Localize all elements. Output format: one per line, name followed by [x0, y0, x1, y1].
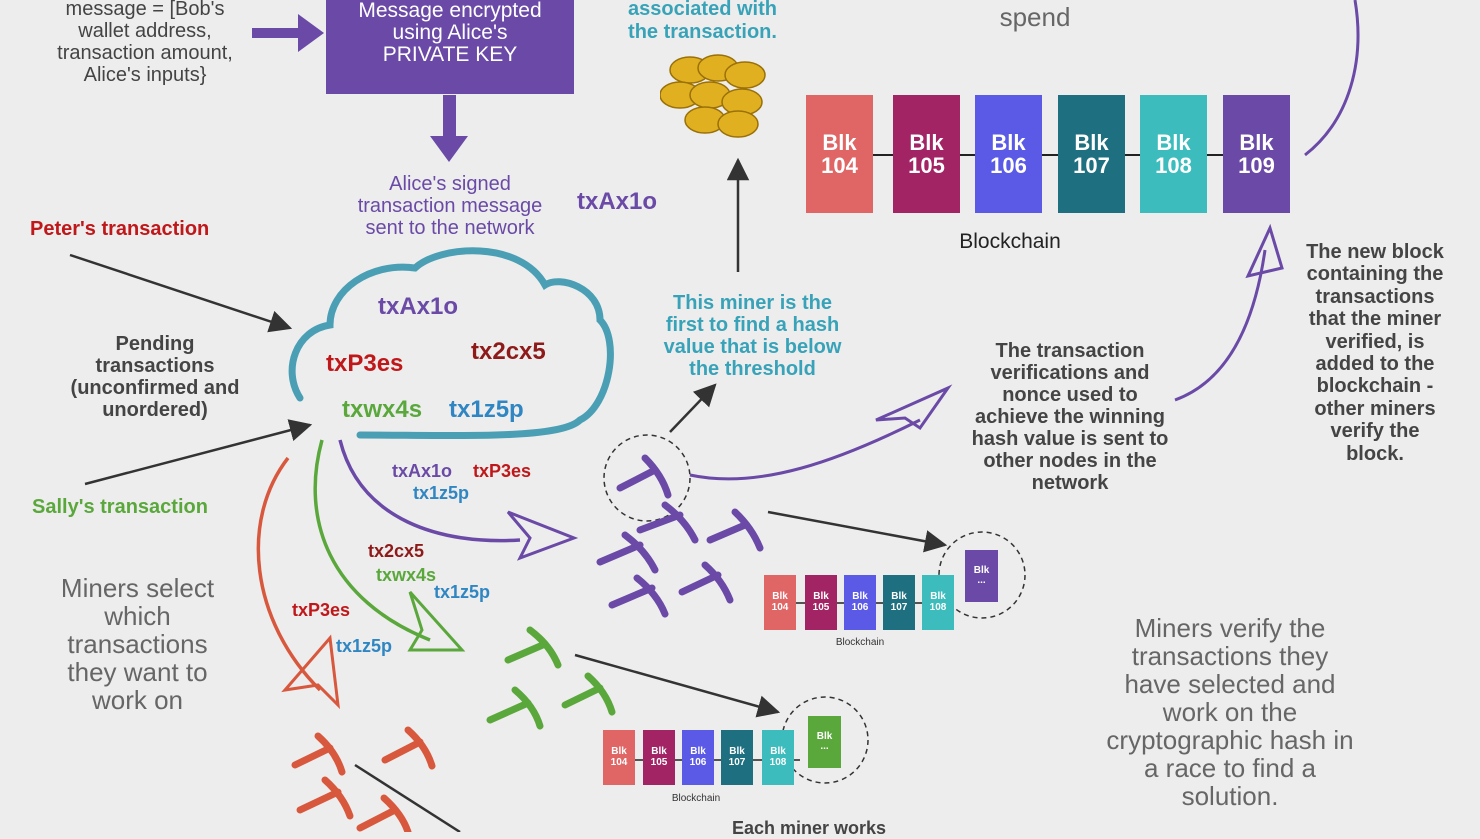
main-blockchain-label: Blockchain	[959, 230, 1061, 253]
coins-caption: associated with the transaction.	[628, 0, 777, 43]
path-red	[256, 456, 322, 692]
small-purple-block-105: Blk 105	[805, 575, 837, 630]
winner-circle	[603, 434, 691, 522]
small-purple-block-106: Blk 106	[844, 575, 876, 630]
small-purple-block-104: Blk 104	[764, 575, 796, 630]
small-green-new-block: Blk ...	[808, 716, 841, 768]
green-path-tx-2: txwx4s	[376, 565, 437, 585]
sally-transaction-label: Sally's transaction	[32, 496, 208, 518]
arrow-purple-miners-chain	[767, 510, 948, 553]
coin-stack-icon	[659, 50, 775, 140]
paper-plane-red	[281, 634, 341, 710]
block-105: Blk 105	[893, 95, 960, 213]
arrow-message-to-box	[252, 14, 324, 52]
each-miner-text: Each miner works	[732, 818, 887, 838]
arrow-winner-up	[669, 383, 717, 433]
curve-blk109-up	[1304, 0, 1360, 157]
paper-plane-broadcast	[875, 384, 953, 431]
cloud-tx-4: txwx4s	[342, 396, 423, 423]
arrow-head-new-block	[1245, 223, 1284, 279]
pickaxes-red	[291, 726, 436, 832]
path-green	[313, 439, 431, 642]
verification-text: The transaction verifications and nonce …	[971, 340, 1169, 494]
small-green-block-108: Blk 108	[762, 730, 794, 785]
small-purple-new-block: Blk ...	[965, 550, 998, 602]
green-path-tx-3: tx1z5p	[434, 582, 491, 602]
pickaxes-green	[486, 626, 616, 730]
small-green-block-107: Blk 107	[721, 730, 753, 785]
arrow-green-miners-chain	[574, 653, 781, 718]
small-green-block-106: Blk 106	[682, 730, 714, 785]
block-107: Blk 107	[1058, 95, 1125, 213]
message-text: message = [Bob's wallet address, transac…	[57, 0, 233, 86]
spend-caption: spend	[999, 2, 1071, 32]
first-miner-text: This miner is the first to find a hash v…	[663, 292, 842, 380]
red-path-tx-2: tx1z5p	[336, 636, 393, 656]
small-purple-block-108: Blk 108	[922, 575, 954, 630]
small-purple-blockchain-label: Blockchain	[835, 637, 885, 648]
new-block-text: The new block containing the transaction…	[1306, 241, 1444, 465]
green-new-block-circle	[781, 696, 869, 784]
arrow-red-miners	[354, 763, 461, 832]
small-green-blockchain-label: Blockchain	[671, 793, 721, 804]
arrow-box-to-signed	[430, 95, 468, 162]
miners-verify-text: Miners verify the transactions they have…	[1106, 613, 1354, 811]
cloud-tx-2: txP3es	[326, 350, 404, 377]
purple-path-tx-3: tx1z5p	[413, 483, 470, 503]
block-104: Blk 104	[806, 95, 873, 213]
signed-message-text: Alice's signed transaction message sent …	[357, 173, 543, 239]
pending-cloud	[288, 247, 614, 440]
small-green-block-104: Blk 104	[603, 730, 635, 785]
path-purple	[338, 439, 521, 543]
peter-transaction-label: Peter's transaction	[30, 218, 210, 240]
encrypt-box: Message encrypted using Alice's PRIVATE …	[326, 0, 574, 94]
arrow-sally	[84, 419, 313, 486]
cloud-tx-5: tx1z5p	[449, 396, 524, 423]
arrow-peter	[69, 253, 293, 333]
pickaxes-purple	[596, 454, 764, 618]
small-purple-block-107: Blk 107	[883, 575, 915, 630]
paper-plane-purple	[506, 510, 579, 561]
pending-label: Pending transactions (unconfirmed and un…	[70, 333, 240, 421]
green-path-tx-1: tx2cx5	[368, 541, 425, 561]
block-106: Blk 106	[975, 95, 1042, 213]
small-green-block-105: Blk 105	[643, 730, 675, 785]
cloud-tx-1: txAx1o	[378, 293, 459, 320]
purple-path-tx-1: txAx1o	[392, 461, 453, 481]
block-108: Blk 108	[1140, 95, 1207, 213]
encrypt-box-label: Message encrypted using Alice's PRIVATE …	[358, 0, 542, 66]
paper-plane-green	[407, 590, 466, 652]
purple-path-tx-2: txP3es	[473, 461, 532, 481]
curve-broadcast	[689, 418, 921, 481]
cloud-tx-3: tx2cx5	[471, 338, 546, 365]
block-109: Blk 109	[1223, 95, 1290, 213]
signed-tx-id: txAx1o	[577, 188, 658, 215]
miners-select-text: Miners select which transactions they wa…	[60, 573, 215, 715]
red-path-tx-1: txP3es	[292, 600, 351, 620]
purple-new-block-circle	[938, 531, 1026, 619]
